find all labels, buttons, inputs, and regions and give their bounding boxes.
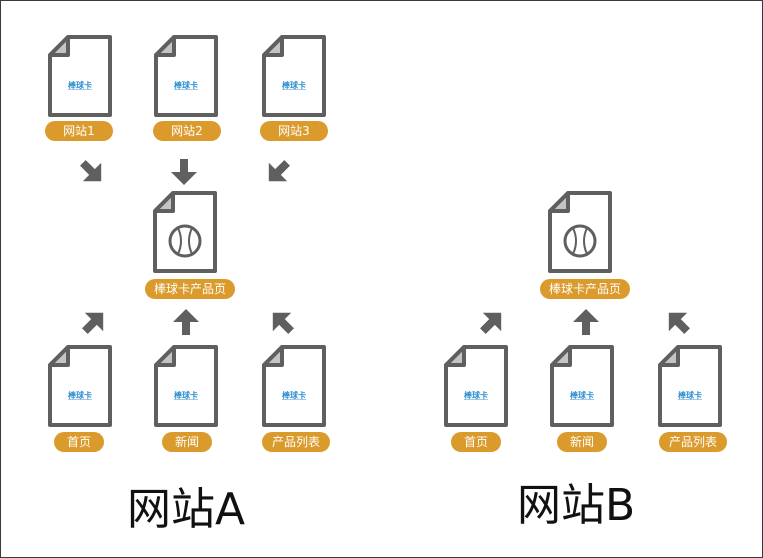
doc-link-text[interactable]: 棒球卡 [282, 81, 306, 90]
baseball-icon [563, 224, 597, 258]
target-label: 棒球卡产品页 [540, 279, 630, 299]
document-icon: 棒球卡 [152, 35, 220, 119]
arrow-icon [76, 304, 113, 341]
arrow-icon [171, 159, 197, 185]
document-icon: 棒球卡 [442, 345, 510, 429]
source-label-site-2: 网站2 [153, 121, 221, 141]
page-label-home: 首页 [54, 432, 104, 452]
page-label-news: 新闻 [557, 432, 607, 452]
arrow-icon [660, 304, 697, 341]
document-icon: 棒球卡 [46, 35, 114, 119]
target-label: 棒球卡产品页 [145, 279, 235, 299]
doc-link-text[interactable]: 棒球卡 [282, 391, 306, 400]
baseball-icon [168, 224, 202, 258]
page-label-home: 首页 [451, 432, 501, 452]
page-label-product-list: 产品列表 [659, 432, 727, 452]
source-label-site-1: 网站1 [45, 121, 113, 141]
doc-link-text[interactable]: 棒球卡 [174, 391, 198, 400]
doc-link-text[interactable]: 棒球卡 [68, 391, 92, 400]
document-icon: 棒球卡 [260, 35, 328, 119]
doc-link-text[interactable]: 棒球卡 [570, 391, 594, 400]
doc-link-text[interactable]: 棒球卡 [174, 81, 198, 90]
arrow-icon [173, 309, 199, 335]
site-a-title: 网站A [127, 484, 246, 535]
document-icon: 棒球卡 [260, 345, 328, 429]
target-document-icon [151, 191, 219, 275]
page-label-news: 新闻 [162, 432, 212, 452]
target-document-icon [546, 191, 614, 275]
document-icon: 棒球卡 [152, 345, 220, 429]
document-icon: 棒球卡 [548, 345, 616, 429]
doc-link-text[interactable]: 棒球卡 [678, 391, 702, 400]
arrow-icon [264, 304, 301, 341]
arrow-icon [260, 154, 297, 191]
page-label-product-list: 产品列表 [262, 432, 330, 452]
doc-link-text[interactable]: 棒球卡 [464, 391, 488, 400]
source-label-site-3: 网站3 [260, 121, 328, 141]
document-icon: 棒球卡 [46, 345, 114, 429]
arrow-icon [573, 309, 599, 335]
doc-link-text[interactable]: 棒球卡 [68, 81, 92, 90]
arrow-icon [74, 154, 111, 191]
site-b-title: 网站B [517, 480, 636, 531]
document-icon: 棒球卡 [656, 345, 724, 429]
arrow-icon [474, 304, 511, 341]
